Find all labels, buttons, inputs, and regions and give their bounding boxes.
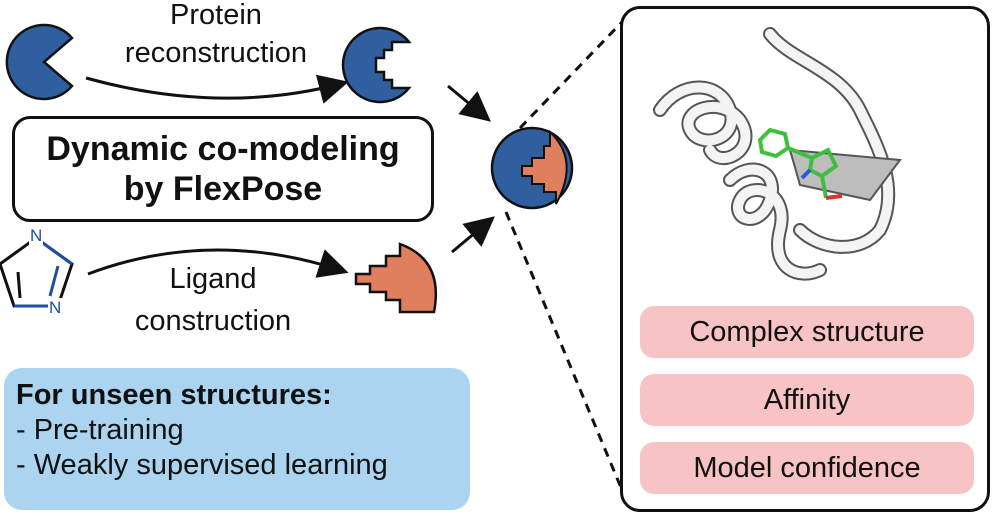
title-line-2: by FlexPose [123,170,323,208]
output-model-confidence: Model confidence [640,442,974,494]
title-line-1: Dynamic co-modeling [46,130,400,168]
zoom-line-bottom [504,211,624,491]
ligand-shape [354,242,438,314]
protein-arrow [85,74,349,104]
protein-ligand-complex-render [653,27,902,281]
ligand-construction-label: Ligand construction [100,262,326,338]
ligand-arrow [87,248,349,278]
title-box: Dynamic co-modeling by FlexPose [12,116,434,222]
ligand-label-line-1: Ligand [169,263,257,295]
unseen-structures-box: For unseen structures: - Pre-training - … [4,368,470,510]
unseen-heading: For unseen structures: [16,379,332,411]
unseen-item-weakly-supervised: - Weakly supervised learning [16,449,388,481]
ligand-to-complex-arrow [451,216,495,254]
protein-reconstructed-shape [341,26,412,104]
protein-label-line-2: reconstruction [124,37,308,69]
unseen-item-pretraining: - Pre-training [16,414,184,446]
protein-input-shape [5,23,74,101]
protein-reconstruction-label: Protein reconstruction [96,0,336,70]
output-panel [620,6,990,512]
imidazole-molecule [0,236,74,308]
nitrogen-label-bottom: N [48,298,63,318]
zoom-line-top [518,20,624,130]
protein-to-complex-arrow [447,84,491,122]
protein-label-line-1: Protein [170,0,262,31]
nitrogen-label-top: N [29,226,44,246]
output-affinity: Affinity [640,374,974,426]
complex-shape [490,126,574,210]
output-complex-structure: Complex structure [640,306,974,358]
ligand-label-line-2: construction [134,305,292,337]
